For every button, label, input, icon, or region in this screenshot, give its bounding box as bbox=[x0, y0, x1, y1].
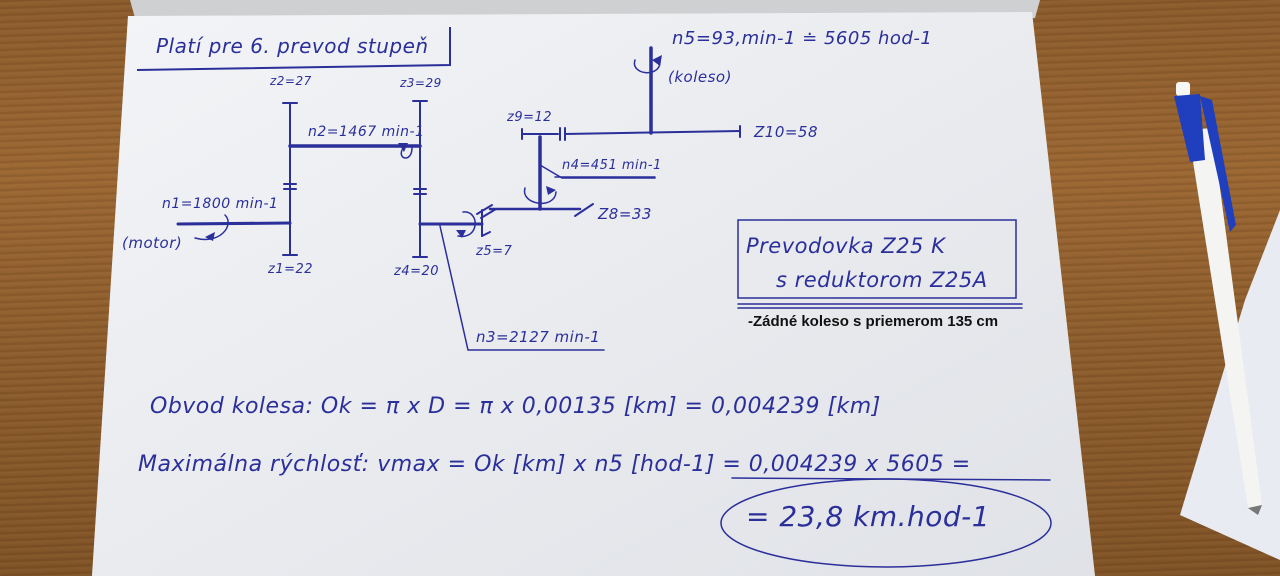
label-n2: n2=1467 min-1 bbox=[308, 124, 425, 140]
label-n1: n1=1800 min-1 bbox=[162, 196, 279, 212]
max-speed-formula: Maximálna rýchlosť: vmax = Ok [km] x n5 … bbox=[138, 452, 971, 477]
label-z2: z2=27 bbox=[270, 74, 312, 88]
label-z5: z5=7 bbox=[476, 244, 513, 259]
wheel-diameter-note: -Zádné koleso s priemerom 135 cm bbox=[748, 313, 999, 330]
gearbox-model-line1: Prevodovka Z25 K bbox=[746, 234, 946, 258]
label-motor: (motor) bbox=[122, 234, 183, 252]
label-z3: z3=29 bbox=[400, 76, 442, 90]
max-speed-result: = 23,8 km.hod-1 bbox=[746, 500, 991, 533]
pen-illustration bbox=[1174, 82, 1262, 515]
label-z1: z1=22 bbox=[268, 262, 314, 277]
diagram-title: Platí pre 6. prevod stupeň bbox=[156, 34, 429, 58]
label-n5: n5=93,min-1 ≐ 5605 hod-1 bbox=[672, 28, 933, 49]
label-z8: Z8=33 bbox=[598, 205, 652, 223]
circumference-formula: Obvod kolesa: Ok = π x D = π x 0,00135 [… bbox=[150, 394, 881, 419]
label-z4: z4=20 bbox=[394, 264, 440, 279]
label-n4: n4=451 min-1 bbox=[562, 158, 662, 173]
label-koleso: (koleso) bbox=[668, 68, 732, 86]
label-z9: z9=12 bbox=[507, 110, 553, 125]
gearbox-model-line2: s reduktorom Z25A bbox=[776, 268, 988, 292]
label-n3: n3=2127 min-1 bbox=[476, 328, 601, 346]
label-z10: Z10=58 bbox=[754, 123, 819, 141]
